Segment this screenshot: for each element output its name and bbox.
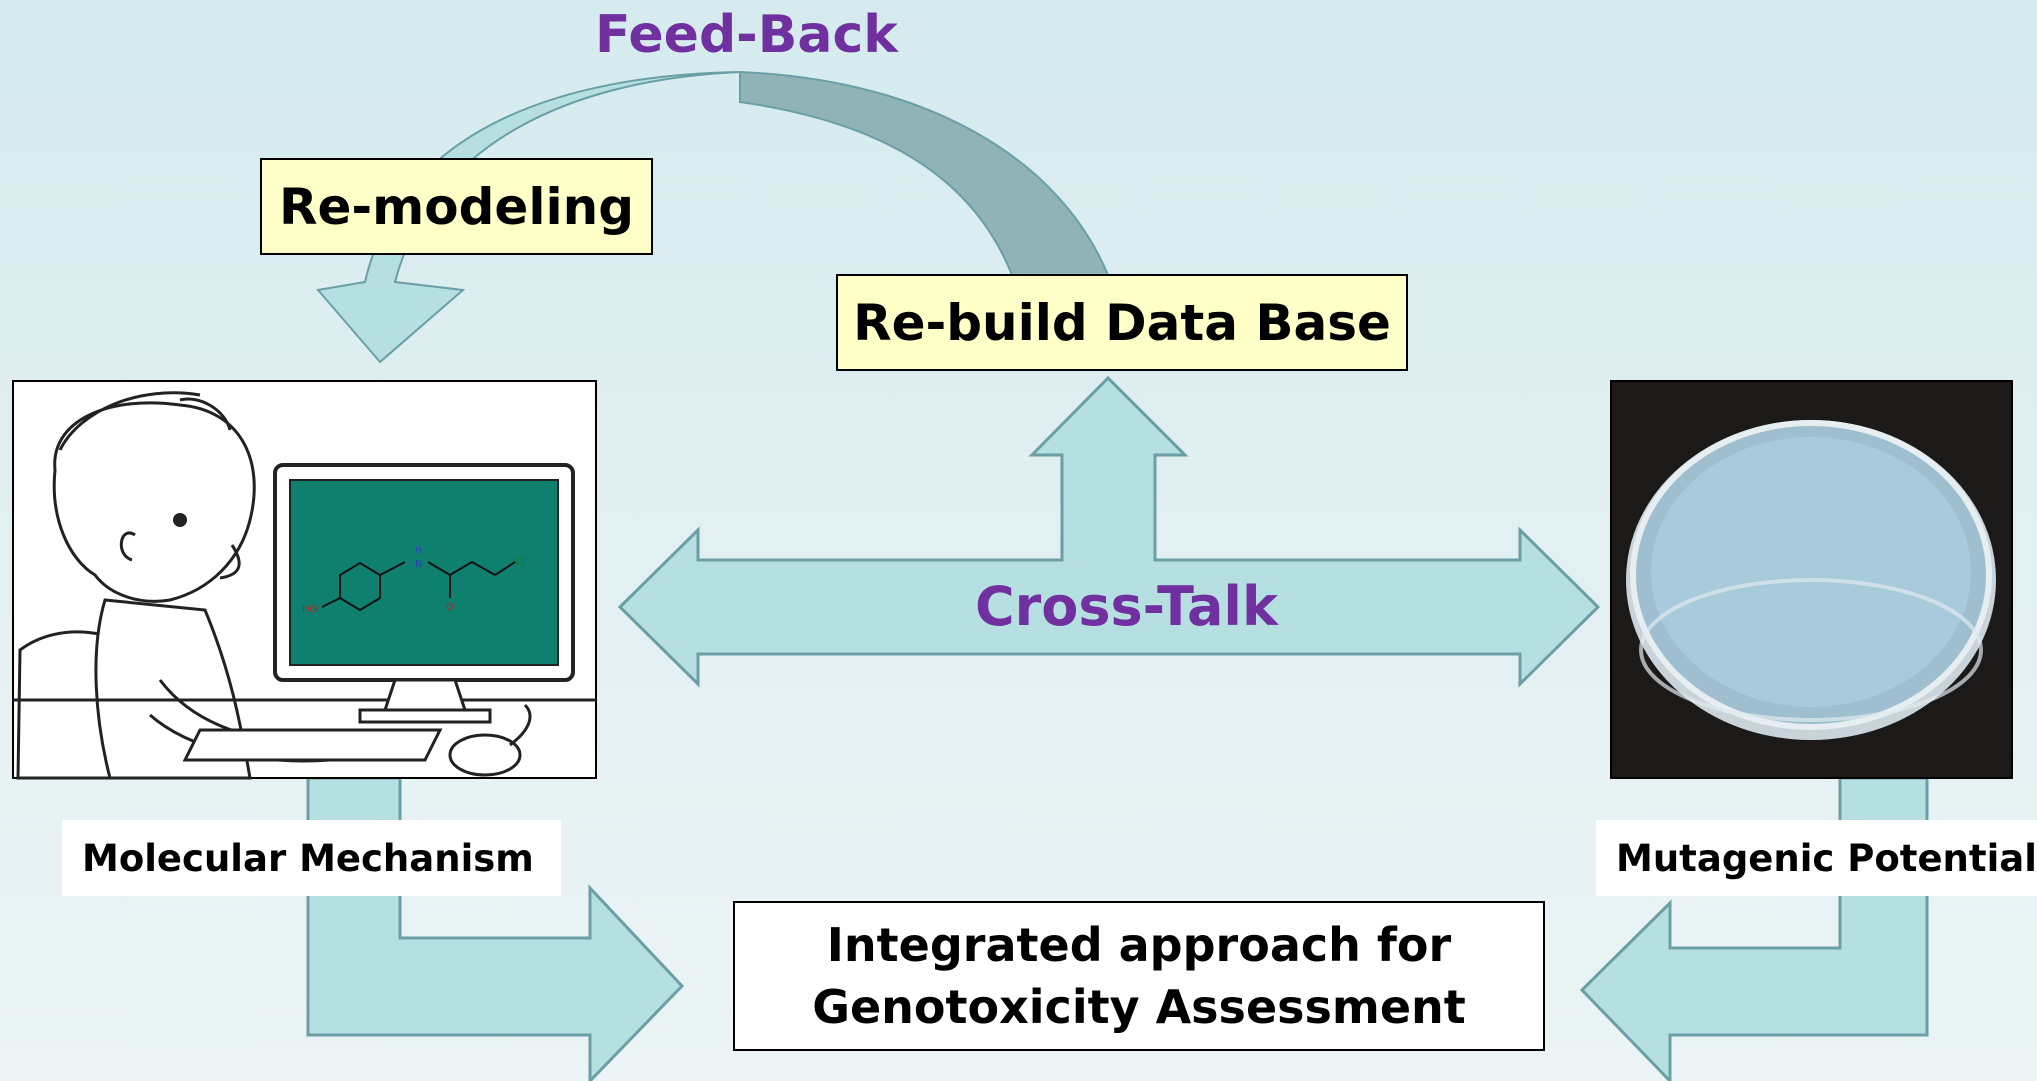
integrated-line-2: Genotoxicity Assessment: [812, 980, 1466, 1034]
mutagenic-potential-box: Mutagenic Potential: [1596, 820, 2037, 896]
molecule-o-label: O: [446, 602, 454, 613]
computer-user-illustration: N H O HO Cl: [12, 380, 597, 780]
remodeling-box: Re-modeling: [260, 158, 653, 255]
petri-dish-photo: [1610, 380, 2013, 779]
molecule-n-label: N: [415, 559, 422, 570]
integrated-line-1: Integrated approach for: [826, 918, 1452, 972]
rebuild-database-box: Re-build Data Base: [836, 274, 1408, 371]
molecule-cl-label: Cl: [515, 557, 525, 568]
molecule-ho-label: HO: [302, 604, 318, 615]
crosstalk-label: Cross-Talk: [975, 575, 1278, 638]
rebuild-database-label: Re-build Data Base: [853, 293, 1391, 352]
molecular-mechanism-label: Molecular Mechanism: [82, 836, 534, 880]
integrated-approach-box: Integrated approach for Genotoxicity Ass…: [733, 901, 1545, 1051]
molecular-mechanism-box: Molecular Mechanism: [62, 820, 561, 896]
molecule-h-label: H: [415, 546, 422, 556]
crosstalk-arrow: [617, 375, 1601, 688]
molecule-structure: [321, 561, 516, 612]
feedback-label: Feed-Back: [595, 5, 898, 65]
remodeling-label: Re-modeling: [279, 177, 634, 236]
mutagenic-potential-label: Mutagenic Potential: [1616, 836, 2037, 880]
